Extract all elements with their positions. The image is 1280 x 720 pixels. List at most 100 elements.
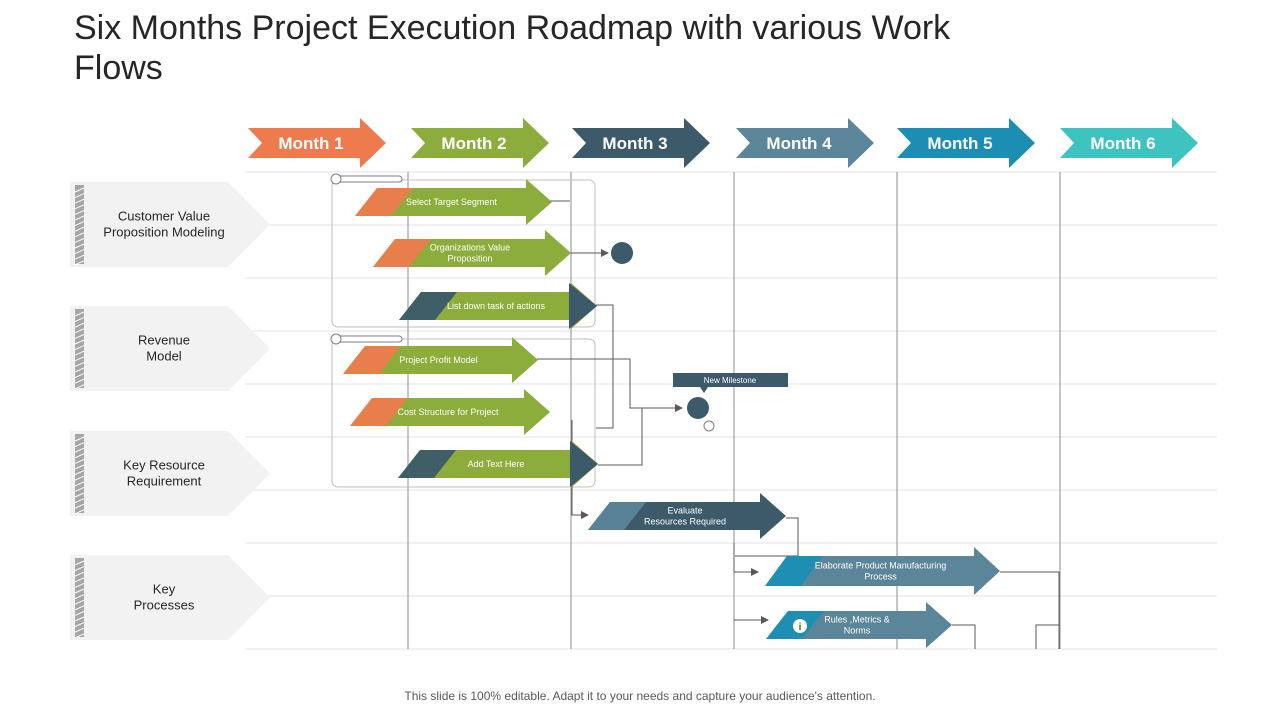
month-header-5: Month 5 [897, 118, 1035, 168]
month-arrow-shape [411, 118, 549, 168]
stripe-hatch [74, 627, 85, 633]
stripe-hatch [74, 328, 85, 334]
connector-line-11 [1035, 624, 1059, 649]
milestone-small-handle [703, 420, 715, 432]
task-arrow-text: List down task of actions [447, 301, 546, 311]
task-arrow-text: Add Text Here [468, 459, 525, 469]
stripe-hatch [74, 481, 85, 487]
stripe-hatch [74, 204, 85, 210]
month-header-4: Month 4 [736, 118, 874, 168]
stripe-hatch [74, 254, 85, 260]
task-arrow-text: Norms [844, 626, 871, 636]
task-arrow-4: Cost Structure for Project [350, 389, 550, 435]
milestone-dot-1 [611, 242, 633, 264]
connector-line-9 [1000, 571, 1060, 649]
connector-line-6 [735, 517, 799, 557]
category-label-stripe [75, 309, 84, 388]
stripe-hatch [74, 616, 85, 622]
category-label-stripe [75, 558, 84, 637]
stripe-hatch [74, 498, 85, 504]
stripe-hatch [74, 260, 85, 266]
stripe-hatch [74, 486, 85, 492]
category-label-text: Key Resource [123, 458, 205, 473]
category-label-stripe [75, 185, 84, 264]
stripe-hatch [74, 475, 85, 481]
category-label-background [70, 555, 270, 640]
category-label-background [70, 431, 270, 516]
task-group-box-2 [331, 338, 596, 488]
category-label-text: Model [146, 349, 182, 364]
stripe-hatch [74, 215, 85, 221]
stripe-hatch [74, 605, 85, 611]
stripe-hatch [74, 566, 85, 572]
stripe-hatch [74, 311, 85, 317]
stripe-hatch [74, 373, 85, 379]
month-arrow-shape [248, 118, 386, 168]
stripe-hatch [74, 588, 85, 594]
info-icon-glyph: i [799, 622, 802, 633]
stripe-hatch [74, 582, 85, 588]
stripe-hatch [74, 339, 85, 345]
task-arrow-text: Elaborate Product Manufacturing [815, 561, 947, 571]
task-arrow-accent [765, 556, 823, 586]
task-arrow-0: Select Target Segment [355, 179, 552, 225]
stripe-hatch [74, 610, 85, 616]
month-header-1: Month 1 [248, 118, 386, 168]
task-arrow-3: Project Profit Model [343, 337, 538, 383]
stripe-hatch [74, 447, 85, 453]
task-arrow-text: Process [864, 572, 897, 582]
month-label: Month 6 [1090, 134, 1155, 153]
info-icon-circle [793, 619, 807, 633]
stripe-hatch [74, 560, 85, 566]
task-arrow-text: Select Target Segment [406, 197, 497, 207]
stripe-hatch [74, 594, 85, 600]
stripe-hatch [74, 350, 85, 356]
stripe-hatch [74, 187, 85, 193]
stripe-hatch [74, 237, 85, 243]
connector-line-4 [598, 408, 643, 466]
stripe-hatch [74, 464, 85, 470]
stripe-hatch [74, 442, 85, 448]
category-label-text: Requirement [127, 474, 202, 489]
stripe-hatch [74, 599, 85, 605]
stripe-hatch [74, 458, 85, 464]
group-handle-knob-0 [330, 173, 342, 185]
stripe-hatch [74, 356, 85, 362]
callout-box [673, 373, 788, 387]
category-label-text: Key [153, 582, 176, 597]
stripe-hatch [74, 317, 85, 323]
group-handle-1 [335, 335, 403, 343]
stripe-hatch [74, 571, 85, 577]
month-header-2: Month 2 [411, 118, 549, 168]
stripe-hatch [74, 361, 85, 367]
month-header-6: Month 6 [1060, 118, 1198, 168]
stripe-hatch [74, 193, 85, 199]
stripe-hatch [74, 633, 85, 639]
task-arrow-body [765, 547, 1000, 595]
task-arrow-5: Add Text Here [398, 441, 598, 487]
stripe-hatch [74, 221, 85, 227]
stripe-hatch [74, 232, 85, 238]
stripe-hatch [74, 436, 85, 442]
stripe-hatch [74, 378, 85, 384]
stripe-hatch [74, 249, 85, 255]
task-arrow-head [569, 283, 597, 329]
task-arrow-accent [350, 398, 408, 426]
task-arrow-text: Resources Required [644, 517, 726, 527]
info-icon: i [793, 619, 807, 633]
task-arrow-accent [398, 450, 456, 478]
month-arrow-shape [736, 118, 874, 168]
stripe-hatch [74, 384, 85, 390]
connector-line-3 [537, 358, 683, 412]
task-arrow-accent [373, 239, 431, 267]
month-arrow-shape [897, 118, 1035, 168]
stripe-hatch [74, 209, 85, 215]
